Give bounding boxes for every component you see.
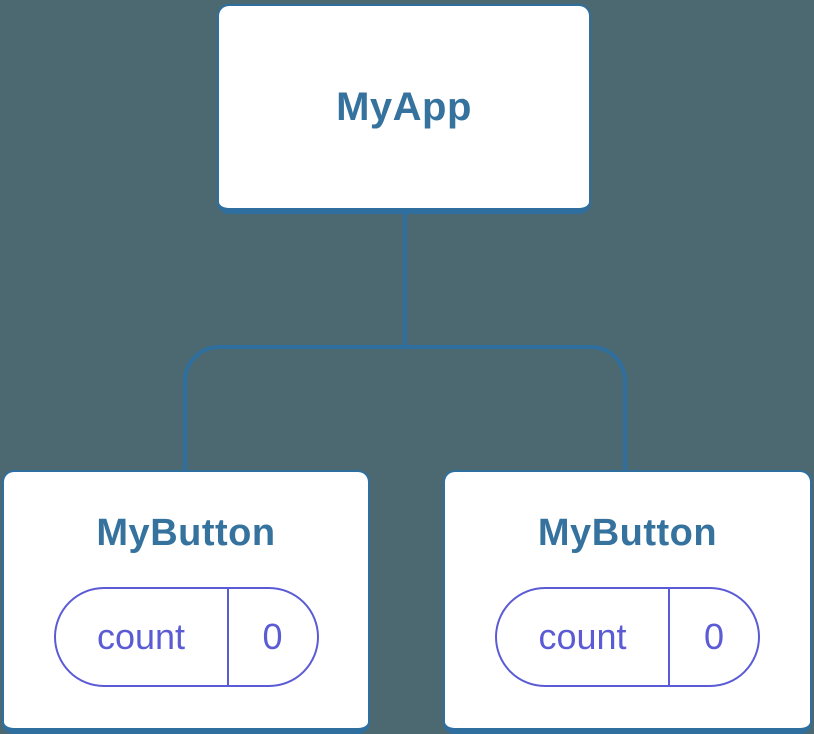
state-name: count (56, 589, 229, 685)
state-pill: count 0 (53, 587, 319, 687)
node-mybutton-left: MyButton count 0 (2, 470, 370, 734)
state-value: 0 (262, 616, 283, 657)
connector-stem (403, 214, 407, 349)
connector-bracket (183, 345, 627, 470)
state-value: 0 (703, 616, 725, 657)
node-mybutton-left-label: MyButton (96, 512, 276, 554)
node-mybutton-right: MyButton count 0 (443, 470, 812, 734)
node-myapp-label: MyApp (336, 84, 472, 129)
state-name: count (497, 589, 670, 685)
state-pill: count 0 (495, 587, 760, 687)
node-myapp: MyApp (217, 4, 591, 214)
node-mybutton-right-label: MyButton (537, 512, 718, 554)
